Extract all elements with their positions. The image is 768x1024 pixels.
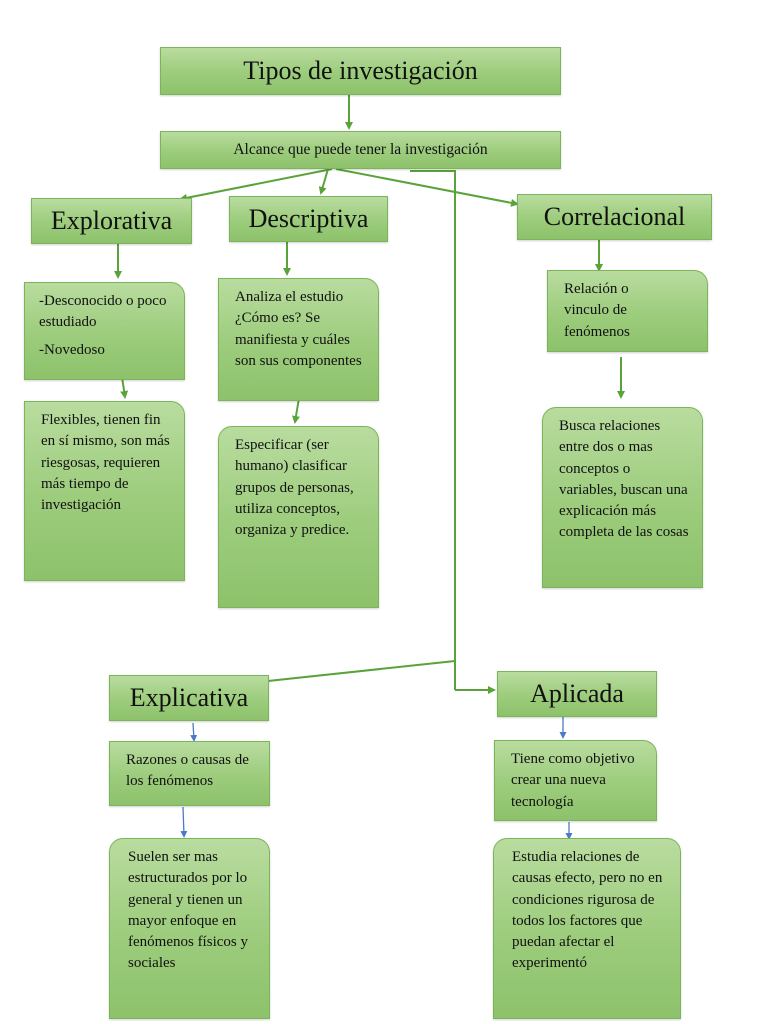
aplicada-box: Aplicada	[497, 671, 657, 717]
correlacional-title: Correlacional	[543, 202, 686, 231]
correlacional-detail-box: Busca relaciones entre dos o mas concept…	[542, 407, 703, 588]
explicativa-box: Explicativa	[109, 675, 269, 721]
explorativa-detail-text: Flexibles, tienen fin en sí mismo, son m…	[41, 412, 170, 514]
descriptiva-title: Descriptiva	[248, 204, 369, 233]
correlacional-relation-box: Relación o vinculo de fenómenos	[547, 270, 708, 352]
arrow-explicativa-down	[190, 722, 198, 742]
explorativa-detail-box: Flexibles, tienen fin en sí mismo, son m…	[24, 401, 185, 581]
arrow-scope-to-explorativa	[179, 168, 333, 202]
main-title: Tipos de investigación	[243, 56, 478, 85]
scope-box: Alcance que puede tener la investigación	[160, 131, 561, 169]
arrow-scope-to-descriptiva	[318, 168, 329, 195]
explorativa-point-novel: -Novedoso	[39, 341, 105, 358]
explorativa-features-box: -Desconocido o poco estudiado -Novedoso	[24, 282, 185, 380]
aplicada-goal-text: Tiene como objetivo crear una nueva tecn…	[511, 751, 635, 810]
explicativa-title: Explicativa	[129, 683, 249, 712]
arrow-explorativa-detail	[120, 376, 129, 399]
explorativa-title: Explorativa	[50, 206, 173, 235]
correlacional-relation-text: Relación o vinculo de fenómenos	[564, 281, 630, 340]
main-title-box: Tipos de investigación	[160, 47, 561, 95]
aplicada-title: Aplicada	[530, 679, 624, 708]
explorativa-point-unknown: -Desconocido o poco estudiado	[39, 293, 167, 331]
arrow-scope-to-correlacional	[335, 168, 519, 207]
aplicada-detail-box: Estudia relaciones de causas efecto, per…	[493, 838, 681, 1019]
aplicada-detail-text: Estudia relaciones de causas efecto, per…	[512, 849, 663, 972]
correlacional-box: Correlacional	[517, 194, 712, 240]
connector-trunk-to-explicativa	[267, 660, 456, 682]
explicativa-causes-text: Razones o causas de los fenómenos	[126, 752, 249, 790]
explicativa-detail-box: Suelen ser mas estructurados por lo gene…	[109, 838, 270, 1019]
descriptiva-detail-box: Especificar (ser humano) clasificar grup…	[218, 426, 379, 608]
descriptiva-analysis-text: Analiza el estudio ¿Cómo es? Se manifies…	[235, 289, 362, 369]
descriptiva-detail-text: Especificar (ser humano) clasificar grup…	[235, 437, 354, 539]
aplicada-goal-box: Tiene como objetivo crear una nueva tecn…	[494, 740, 657, 821]
arrow-descriptiva-detail	[292, 397, 300, 424]
descriptiva-analysis-box: Analiza el estudio ¿Cómo es? Se manifies…	[218, 278, 379, 401]
scope-label: Alcance que puede tener la investigación	[233, 141, 488, 158]
explorativa-box: Explorativa	[31, 198, 192, 244]
connector-scope-trunk	[410, 170, 456, 690]
explicativa-causes-box: Razones o causas de los fenómenos	[109, 741, 270, 806]
descriptiva-box: Descriptiva	[229, 196, 388, 242]
arrow-explicativa-detail	[180, 806, 188, 838]
correlacional-detail-text: Busca relaciones entre dos o mas concept…	[559, 418, 689, 541]
explicativa-detail-text: Suelen ser mas estructurados por lo gene…	[128, 849, 248, 972]
